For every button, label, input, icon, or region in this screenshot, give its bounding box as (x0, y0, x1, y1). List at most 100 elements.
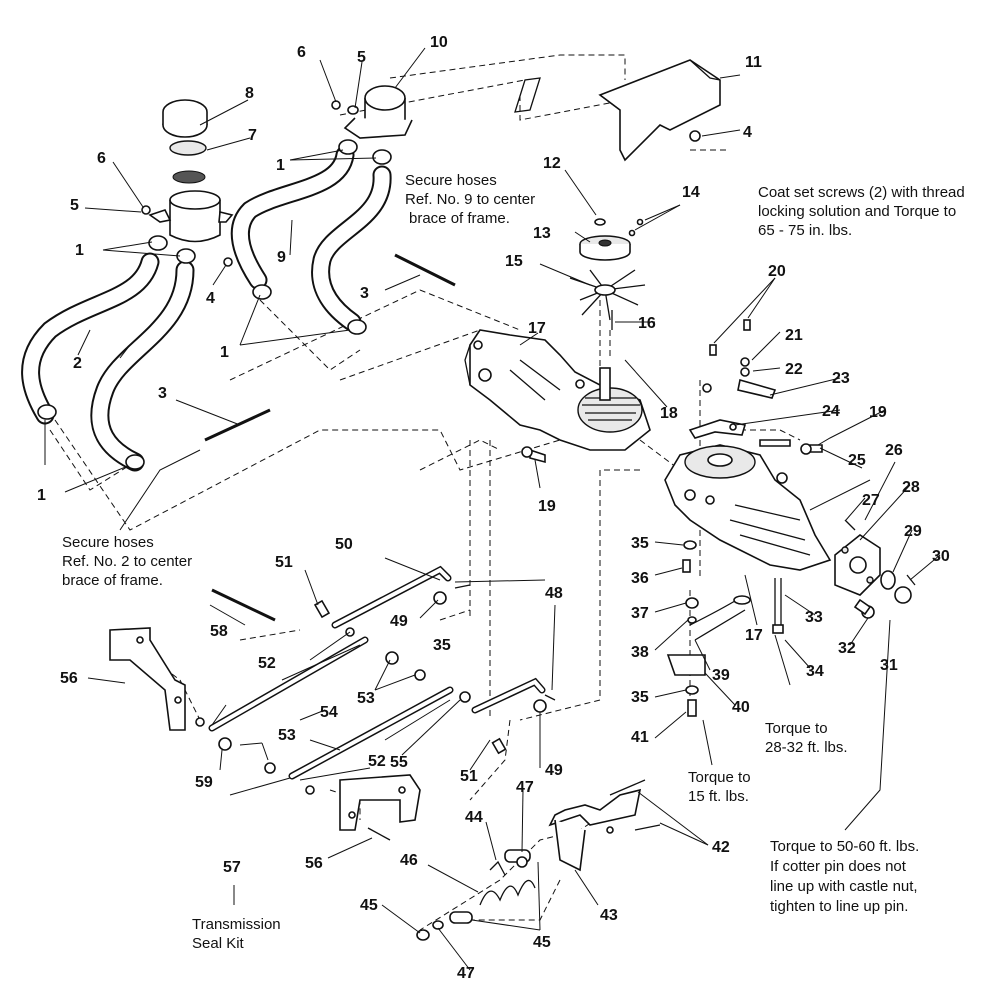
callout-numbers: 6 5 10 8 7 6 5 1 1 4 2 9 1 3 3 1 11 4 12… (37, 34, 950, 982)
callout: 3 (158, 385, 167, 402)
reservoir-right (331, 85, 413, 139)
svg-text:Ref. No. 2 to center: Ref. No. 2 to center (62, 553, 192, 570)
note-secure-hoses-2: Secure hoses Ref. No. 2 to center brace … (62, 534, 192, 589)
svg-text:Torque to: Torque to (688, 769, 751, 786)
callout: 17 (528, 320, 546, 337)
callout: 40 (732, 699, 750, 716)
note-coat-set-screws: Coat set screws (2) with thread locking … (758, 184, 965, 239)
svg-text:locking solution and Torque to: locking solution and Torque to (758, 203, 956, 220)
callout: 52 (258, 655, 276, 672)
callout: 14 (682, 184, 700, 201)
callout: 54 (320, 704, 338, 721)
callout: 49 (390, 613, 408, 630)
svg-text:28-32 ft. lbs.: 28-32 ft. lbs. (765, 739, 848, 756)
callout: 42 (712, 839, 730, 856)
callout: 35 (631, 689, 649, 706)
callout: 6 (97, 150, 106, 167)
callout: 45 (533, 934, 551, 951)
callout: 19 (538, 498, 556, 515)
callout: 43 (600, 907, 618, 924)
hose-9 (230, 145, 355, 290)
svg-text:15 ft. lbs.: 15 ft. lbs. (688, 788, 749, 805)
lower-bolts (666, 540, 872, 717)
callout: 47 (457, 965, 475, 982)
callout: 19 (869, 404, 887, 421)
callout: 57 (223, 859, 241, 876)
callout: 35 (433, 637, 451, 654)
note-torque-15: Torque to 15 ft. lbs. (688, 769, 751, 805)
springs-46 (416, 849, 536, 941)
callout: 37 (631, 605, 649, 622)
callout: 39 (712, 667, 730, 684)
hose-9b (311, 165, 392, 332)
callout: 8 (245, 85, 254, 102)
callout: 20 (768, 263, 786, 280)
callout: 29 (904, 523, 922, 540)
svg-text:If cotter pin does not: If cotter pin does not (770, 858, 907, 875)
callout: 41 (631, 729, 649, 746)
callout: 24 (822, 403, 840, 420)
note-torque-50-60: Torque to 50-60 ft. lbs. If cotter pin d… (770, 838, 919, 915)
svg-text:Torque to: Torque to (765, 720, 828, 737)
svg-text:brace of frame.: brace of frame. (62, 572, 163, 589)
svg-text:tighten to line up pin.: tighten to line up pin. (770, 898, 908, 915)
callout: 28 (902, 479, 920, 496)
callout: 51 (460, 768, 478, 785)
callout: 34 (806, 663, 824, 680)
note-torque-28-32: Torque to 28-32 ft. lbs. (765, 720, 848, 756)
brackets-20-24 (688, 319, 791, 447)
callout: 35 (631, 535, 649, 552)
callout: 44 (465, 809, 483, 826)
callout: 15 (505, 253, 523, 270)
callout: 38 (631, 644, 649, 661)
svg-text:Secure hoses: Secure hoses (62, 534, 154, 551)
callout: 45 (360, 897, 378, 914)
svg-text:Secure hoses: Secure hoses (405, 172, 497, 189)
callout: 7 (248, 127, 257, 144)
callout: 21 (785, 327, 803, 344)
callout: 33 (805, 609, 823, 626)
callout: 9 (277, 249, 286, 266)
bracket-43 (548, 779, 661, 872)
callout: 4 (206, 290, 215, 307)
callout: 23 (832, 370, 850, 387)
callout: 26 (885, 442, 903, 459)
callout: 47 (516, 779, 534, 796)
callout: 48 (545, 585, 563, 602)
transmission-left (464, 329, 651, 464)
callout: 17 (745, 627, 763, 644)
callout: 53 (357, 690, 375, 707)
svg-text:Transmission: Transmission (192, 916, 281, 933)
callout: 56 (60, 670, 78, 687)
cable-ties (204, 253, 456, 622)
callout: 22 (785, 361, 803, 378)
callout: 1 (220, 344, 229, 361)
callout: 51 (275, 554, 293, 571)
callout: 30 (932, 548, 950, 565)
svg-text:brace of frame.: brace of frame. (409, 210, 510, 227)
callout: 46 (400, 852, 418, 869)
svg-text:65 - 75 in. lbs.: 65 - 75 in. lbs. (758, 222, 852, 239)
callout: 16 (638, 315, 656, 332)
pulley-fan (569, 218, 646, 330)
callout: 5 (70, 197, 79, 214)
callout: 31 (880, 657, 898, 674)
callout: 55 (390, 754, 408, 771)
svg-text:Ref. No. 9 to center: Ref. No. 9 to center (405, 191, 535, 208)
bracket-56-upper (109, 627, 186, 731)
callout: 10 (430, 34, 448, 51)
callout: 25 (848, 452, 866, 469)
callout: 53 (278, 727, 296, 744)
bracket-11 (514, 77, 541, 113)
callout: 1 (276, 157, 285, 174)
hose-2 (21, 252, 160, 425)
callout: 56 (305, 855, 323, 872)
callout: 6 (297, 44, 306, 61)
note-secure-hoses-9: Secure hoses Ref. No. 9 to center brace … (405, 172, 535, 227)
hose-2b (90, 260, 195, 472)
callout: 12 (543, 155, 561, 172)
callout: 4 (743, 124, 752, 141)
callout: 18 (660, 405, 678, 422)
callout: 11 (745, 54, 762, 71)
